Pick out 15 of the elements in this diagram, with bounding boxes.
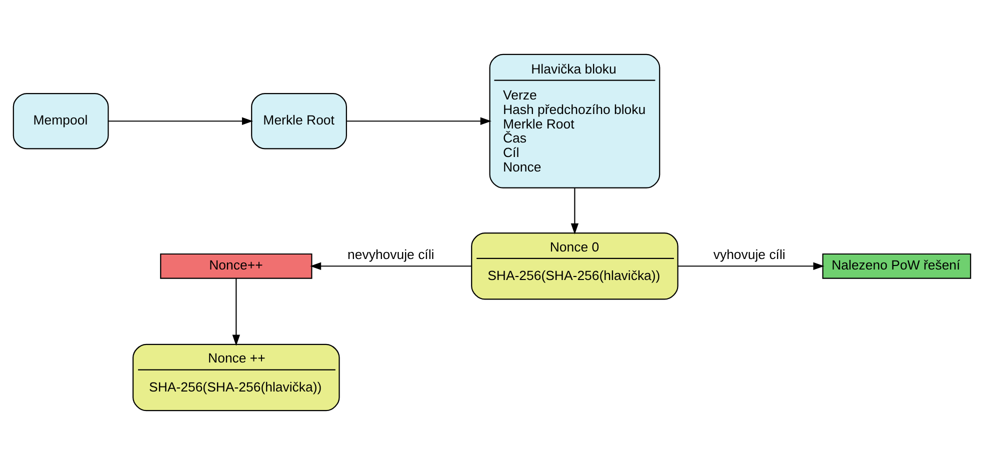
node-box: Hlavička bloku Verze Hash předchozího bloku Merkle Root Čas Cíl Nonce — [489, 53, 660, 188]
node-box: Nalezeno PoW řešení — [822, 252, 972, 278]
edge-label: nevyhovuje cíli — [348, 246, 434, 262]
arrow — [570, 188, 579, 234]
node-box: Nonce ++ SHA-256(SHA-256(hlavička)) — [132, 343, 340, 411]
arrow — [678, 262, 824, 270]
node-box: Nonce++ — [160, 252, 312, 278]
edge-label: vyhovuje cíli — [713, 246, 786, 262]
node-box: Nonce 0 SHA-256(SHA-256(hlavička)) — [471, 232, 678, 300]
arrow — [310, 262, 472, 270]
node-box: Mempool — [12, 92, 109, 149]
node-box: Merkle Root — [251, 92, 347, 149]
arrow — [108, 116, 254, 124]
arrow — [232, 278, 240, 346]
arrow — [346, 116, 492, 124]
